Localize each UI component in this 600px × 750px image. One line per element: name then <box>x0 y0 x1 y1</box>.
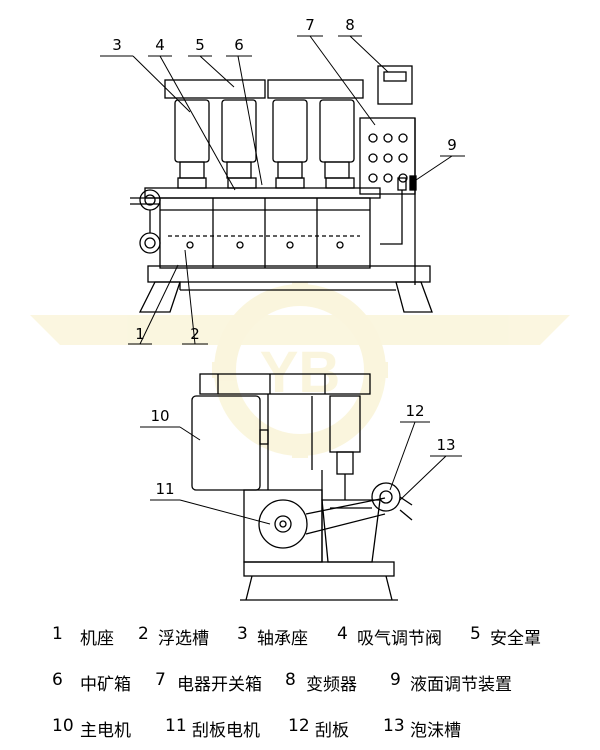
legend-label: 机座 <box>80 629 114 649</box>
legend-label: 轴承座 <box>257 629 308 649</box>
switch-box <box>359 117 416 195</box>
bearing-seats <box>177 177 355 189</box>
legend-label: 刮板 <box>315 721 349 741</box>
side-view <box>191 373 413 601</box>
legend-label: 吸气调节阀 <box>357 629 442 649</box>
callout-9: 9 <box>447 136 457 154</box>
callout-5: 5 <box>195 36 205 54</box>
callout-11: 11 <box>155 480 174 498</box>
front-view-callout-labels: 3 4 5 6 7 8 9 1 2 <box>112 16 457 343</box>
callout-4: 4 <box>155 36 165 54</box>
front-view <box>130 65 433 313</box>
callout-2: 2 <box>190 325 200 343</box>
legend-label: 变频器 <box>306 675 357 695</box>
safety-covers <box>164 79 364 99</box>
flotation-tanks <box>159 197 371 269</box>
callout-3: 3 <box>112 36 122 54</box>
legend-label: 刮板电机 <box>192 721 260 741</box>
side-view-callout-labels: 10 11 12 13 <box>150 402 455 498</box>
scraper <box>371 482 413 521</box>
legend-label: 电器开关箱 <box>177 675 262 695</box>
legend-label: 中矿箱 <box>80 675 131 695</box>
front-view-callouts <box>100 35 465 345</box>
watermark-logo: YB <box>30 282 570 458</box>
callout-8: 8 <box>345 16 355 34</box>
pulleys <box>139 189 161 254</box>
legend-label: 液面调节装置 <box>410 675 512 695</box>
motors <box>174 99 355 179</box>
side-view-callouts <box>140 421 462 525</box>
legend-label: 浮选槽 <box>158 629 209 649</box>
legend-label: 泡沫槽 <box>410 721 461 741</box>
callout-6: 6 <box>234 36 244 54</box>
legend-label: 主电机 <box>80 721 131 741</box>
level-regulator <box>380 175 417 245</box>
machine-base <box>138 265 433 313</box>
watermark-text: YB <box>260 340 341 405</box>
main-motor <box>191 394 269 491</box>
legend-label: 安全罩 <box>490 629 541 649</box>
callout-7: 7 <box>305 16 315 34</box>
inverter <box>377 65 413 105</box>
callout-10: 10 <box>150 407 169 425</box>
callout-1: 1 <box>135 325 145 343</box>
callout-13: 13 <box>436 436 455 454</box>
callout-12: 12 <box>405 402 424 420</box>
